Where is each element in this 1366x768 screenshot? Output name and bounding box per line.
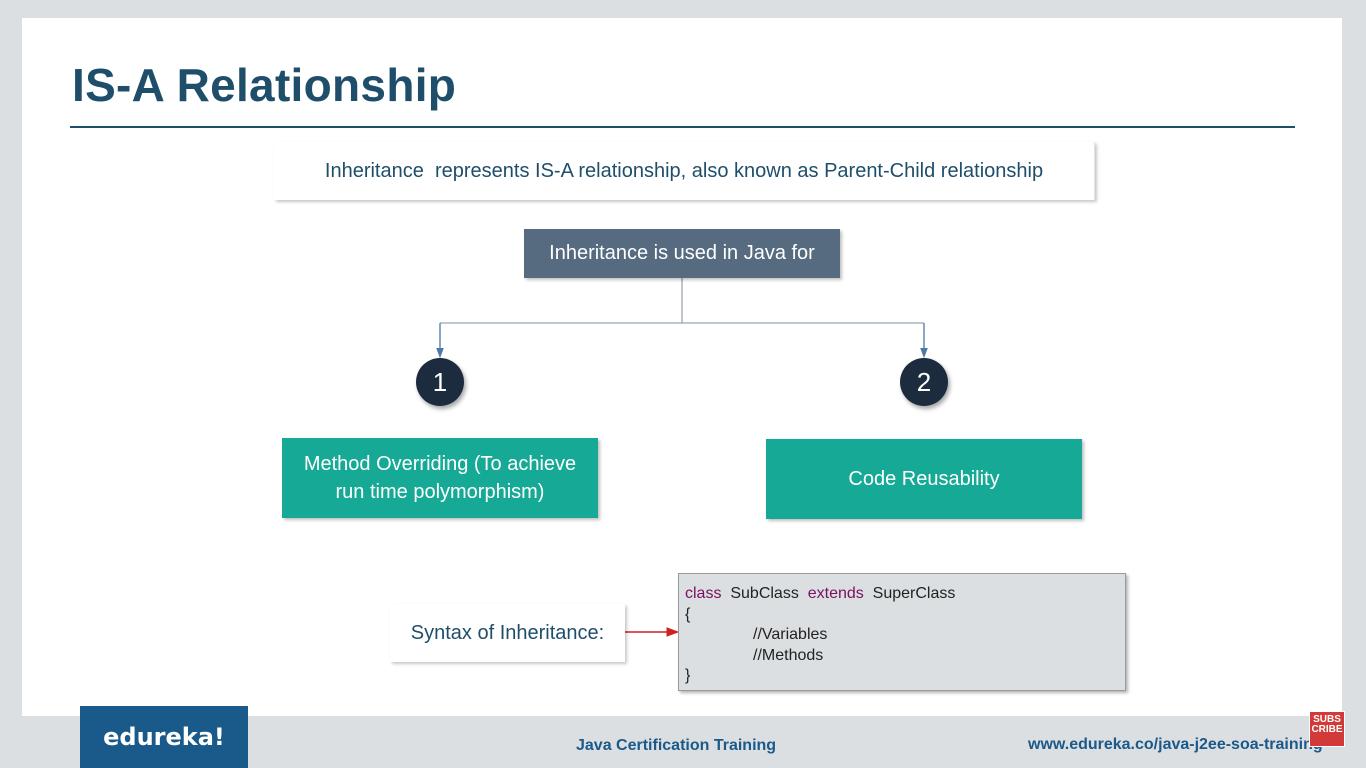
branch-2-label: Code Reusability — [848, 468, 1000, 490]
syntax-label-box: Syntax of Inheritance: — [390, 604, 625, 662]
subscribe-text: SUBS CRIBE — [1311, 714, 1343, 735]
intro-text: Inheritance represents IS-A relationship… — [324, 159, 1044, 182]
code-line-declaration: class SubClass extends SuperClass — [685, 584, 1119, 605]
tree-connectors — [436, 278, 928, 637]
keyword-extends: extends — [807, 585, 864, 602]
keyword-class: class — [685, 585, 722, 602]
number-1-circle: 1 — [416, 358, 464, 406]
syntax-label-text: Syntax of Inheritance: — [410, 621, 605, 644]
logo-text: edureka! — [103, 723, 225, 751]
course-url[interactable]: www.edureka.co/java-j2ee-soa-training — [1028, 736, 1323, 753]
code-superclass: SuperClass — [872, 585, 956, 602]
title-divider — [70, 126, 1295, 128]
branch-1-box: Method Overriding (To achieve run time p… — [282, 438, 598, 518]
intro-box: Inheritance represents IS-A relationship… — [274, 142, 1095, 200]
subscribe-button[interactable]: SUBS CRIBE — [1309, 711, 1345, 747]
course-name: Java Certification Training — [576, 737, 777, 754]
code-methods: //Methods — [753, 646, 824, 664]
code-subclass: SubClass — [730, 585, 799, 602]
edureka-logo[interactable]: edureka! — [80, 706, 248, 768]
code-open-brace: { — [685, 605, 691, 623]
code-variables: //Variables — [753, 626, 828, 643]
slide: IS-A Relationship Inheritance represents… — [22, 18, 1342, 716]
code-block: class SubClass extends SuperClass { //Va… — [678, 573, 1126, 691]
code-close-brace: } — [685, 667, 691, 684]
number-2: 2 — [916, 366, 932, 397]
branch-1-label: Method Overriding (To achieve run time p… — [303, 453, 577, 503]
number-1: 1 — [432, 366, 448, 397]
number-2-circle: 2 — [900, 358, 948, 406]
slide-title: IS-A Relationship — [72, 59, 457, 111]
root-box: Inheritance is used in Java for — [524, 229, 840, 278]
root-text: Inheritance is used in Java for — [549, 242, 815, 264]
branch-2-box: Code Reusability — [766, 439, 1082, 519]
